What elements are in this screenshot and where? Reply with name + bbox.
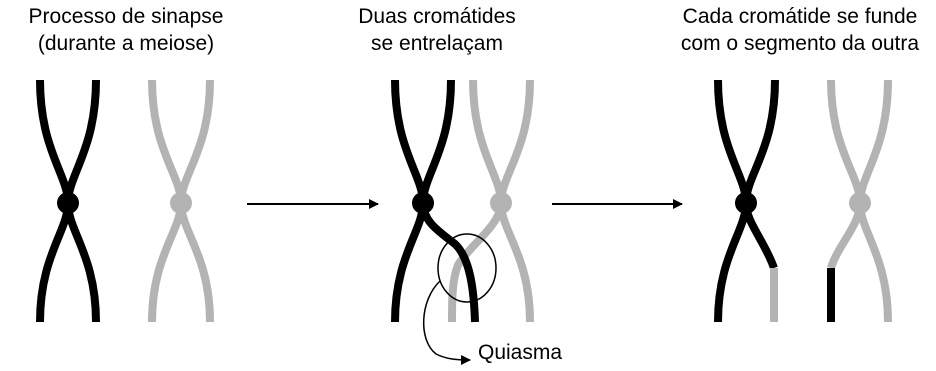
chiasma-label: Quiasma: [478, 341, 562, 365]
stage-1-dark-chromosome: [40, 80, 96, 322]
stage-3-dark-chromosome: [718, 80, 775, 322]
stage-1-light-chromosome: [152, 80, 210, 322]
stage-3-light-chromosome: [831, 80, 888, 322]
